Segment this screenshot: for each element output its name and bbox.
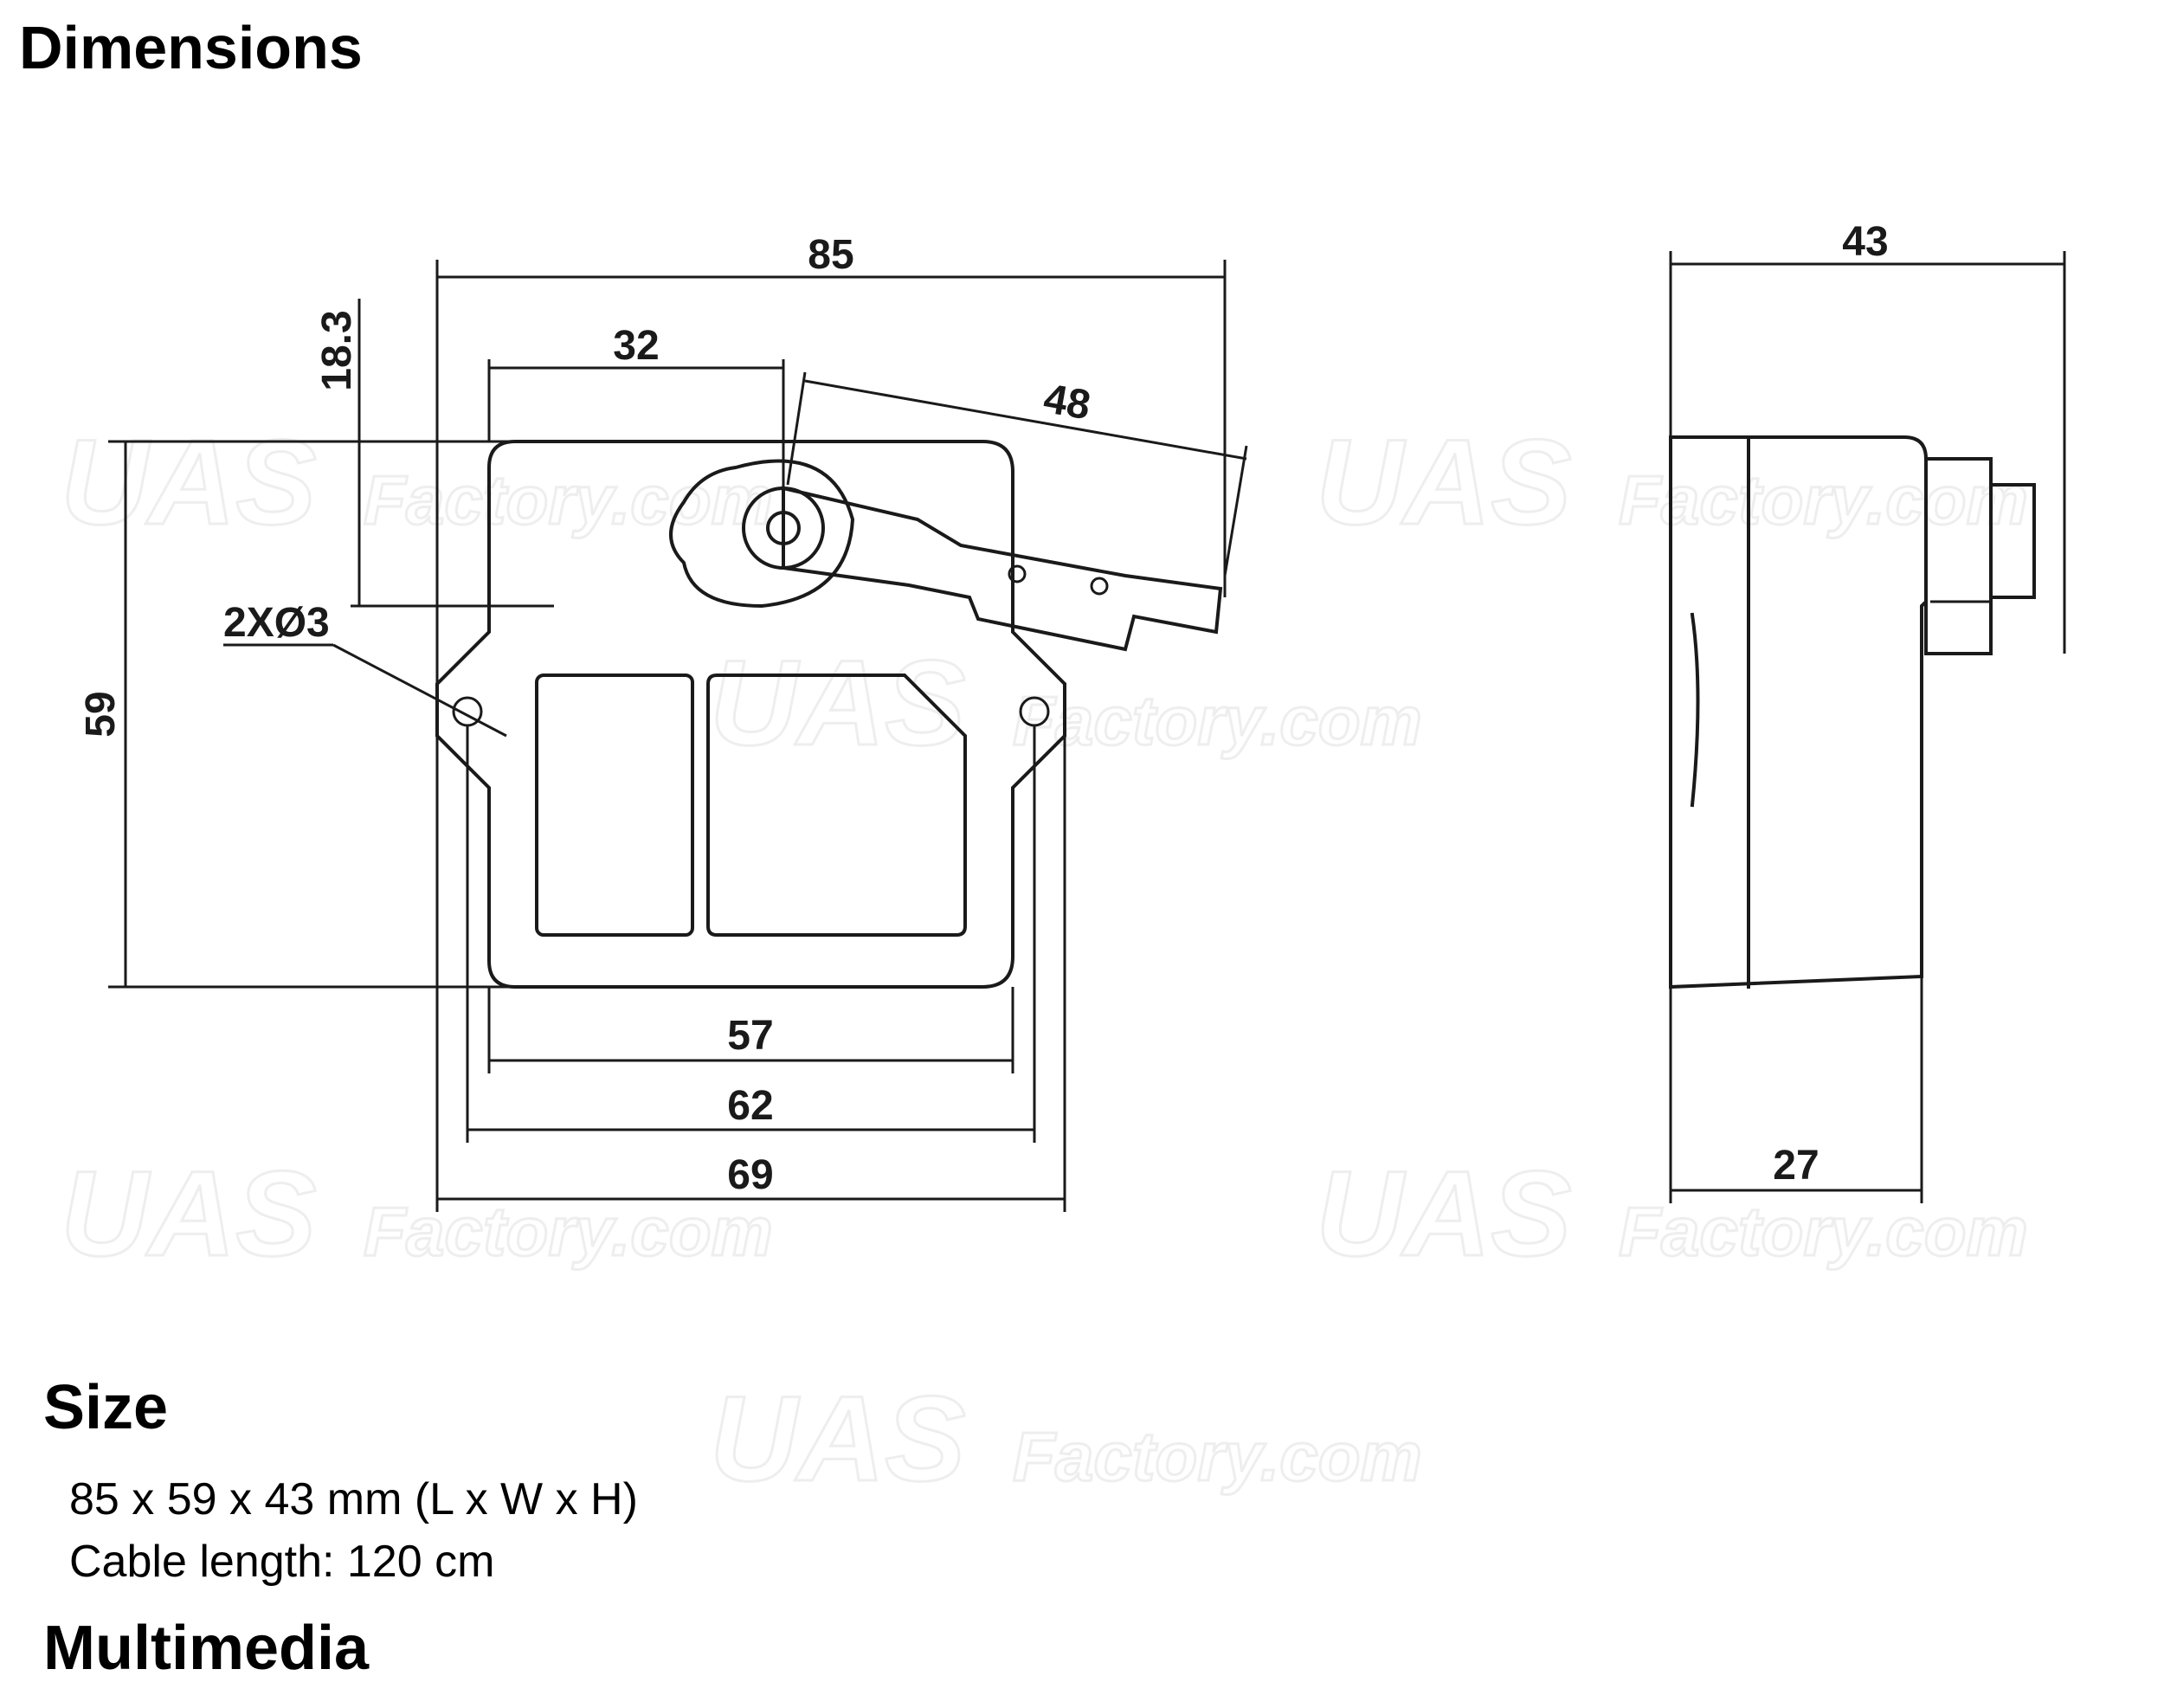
dim-label-height: 59 [78, 691, 124, 737]
svg-text:Factory.com: Factory.com [1013, 1418, 1422, 1495]
side-slot [1690, 612, 1700, 808]
dim-line-48 [804, 379, 1247, 461]
dim-label-hole-height: 18.3 [314, 310, 360, 390]
ext-line-48-right [1223, 445, 1248, 577]
svg-text:UAS: UAS [61, 414, 317, 550]
svg-text:Factory.com: Factory.com [364, 461, 773, 538]
ext-line-48-left [786, 371, 807, 486]
dim-label-overall-length: 85 [808, 232, 853, 278]
side-servo-horn [1989, 483, 2036, 599]
front-body-outline [435, 440, 1066, 989]
side-body-outline [1669, 435, 1928, 989]
arm-hole-1 [1008, 564, 1027, 583]
arm-hole-2 [1090, 577, 1109, 596]
dim-label-overall-depth: 43 [1842, 219, 1888, 265]
dim-label-mount-width: 69 [727, 1152, 773, 1198]
svg-text:UAS: UAS [710, 635, 966, 770]
svg-text:Factory.com: Factory.com [1013, 682, 1422, 759]
front-window-right [706, 674, 967, 937]
front-window-left [535, 674, 694, 937]
callout-leader [332, 643, 507, 738]
svg-text:UAS: UAS [1316, 1145, 1572, 1281]
svg-text:Factory.com: Factory.com [1619, 461, 2028, 538]
side-servo-head [1924, 457, 1993, 655]
servo-hub [669, 459, 855, 609]
dim-label-inner-width: 57 [727, 1013, 773, 1059]
svg-text:UAS: UAS [710, 1370, 966, 1506]
dim-label-body-depth: 27 [1773, 1143, 1819, 1189]
front-view: 85 32 48 18.3 2XØ3 59 57 62 [78, 232, 1248, 1212]
callout-mount-holes: 2XØ3 [223, 600, 330, 646]
side-view: 43 27 [1669, 219, 2066, 1203]
svg-text:UAS: UAS [61, 1145, 317, 1281]
svg-text:UAS: UAS [1316, 414, 1572, 550]
watermark: UAS Factory.com UAS Factory.com UAS Fact… [60, 413, 2030, 1508]
dim-label-arm-offset: 32 [613, 323, 659, 369]
multimedia-heading: Multimedia [43, 1614, 370, 1683]
svg-text:Factory.com: Factory.com [364, 1193, 773, 1270]
dim-label-mid-width: 62 [727, 1083, 773, 1129]
cable-length-text: Cable length: 120 cm [69, 1537, 495, 1587]
size-dimensions-text: 85 x 59 x 43 mm (L x W x H) [69, 1474, 638, 1524]
dim-label-arm-length: 48 [1040, 376, 1094, 429]
servo-arm [782, 486, 1223, 652]
page-title: Dimensions [19, 14, 363, 81]
size-heading: Size [43, 1373, 169, 1442]
svg-text:Factory.com: Factory.com [1619, 1193, 2028, 1270]
